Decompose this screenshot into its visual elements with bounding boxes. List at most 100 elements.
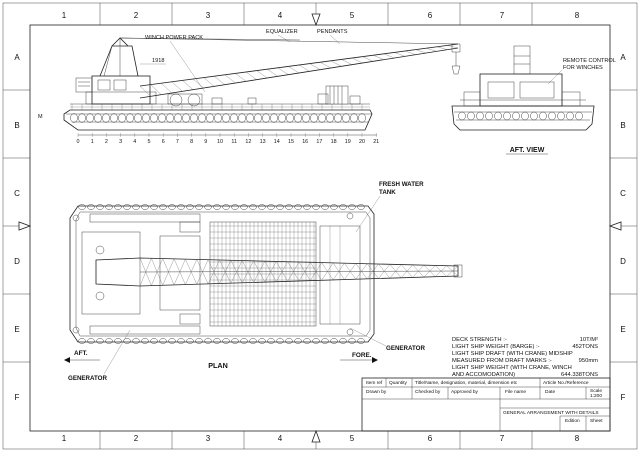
tb-drawn-by: Drawn by bbox=[366, 389, 387, 395]
spec-label: AND ACCOMODATION) bbox=[452, 372, 515, 378]
fender-tire bbox=[270, 113, 278, 123]
fender-tire bbox=[150, 113, 158, 123]
fore-structure bbox=[317, 85, 361, 105]
tb-article-no: Article No./Reference bbox=[543, 380, 589, 386]
top-col-label: 7 bbox=[500, 11, 505, 20]
fender-tire bbox=[342, 113, 350, 123]
fender-tire bbox=[78, 113, 86, 123]
fender-tire bbox=[310, 113, 318, 123]
deck-grating bbox=[209, 221, 317, 327]
remote-control-label-1: REMOTE CONTROL bbox=[563, 58, 616, 64]
m-mark: M bbox=[38, 114, 43, 120]
tb-file-name: File name bbox=[505, 389, 526, 395]
aft-view-title: AFT. VIEW bbox=[510, 147, 545, 154]
fender-tire bbox=[230, 113, 238, 123]
spec-value: 452TONS bbox=[572, 344, 598, 350]
fender-tire bbox=[134, 113, 142, 123]
frame-number: 12 bbox=[245, 139, 251, 145]
generator-label-fore: GENERATOR bbox=[386, 345, 425, 352]
left-row-label: A bbox=[14, 53, 20, 62]
frame-number: 10 bbox=[217, 139, 223, 145]
frame-number: 19 bbox=[345, 139, 351, 145]
tb-scale-value: 1:200 bbox=[590, 393, 602, 399]
winch-power-pack-label: WINCH POWER PACK bbox=[145, 35, 203, 41]
equalizer-label: EQUALIZER bbox=[266, 29, 298, 35]
top-col-label: 5 bbox=[350, 11, 355, 20]
plan-view: FRESH WATER TANK GENERATOR GENERATOR PLA… bbox=[64, 181, 463, 382]
aft-direction-label: AFT. bbox=[74, 350, 88, 357]
frame-number: 0 bbox=[77, 139, 80, 145]
frame-number: 13 bbox=[260, 139, 266, 145]
bottom-col-label: 6 bbox=[428, 434, 433, 443]
fender-tire bbox=[318, 113, 326, 123]
barge-hull-plan bbox=[69, 205, 375, 343]
spec-notes: DECK STRENGTH :- 10T/M² LIGHT SHIP WEIGH… bbox=[452, 337, 598, 378]
fender-tire bbox=[182, 113, 190, 123]
bottom-col-label: 5 bbox=[350, 434, 355, 443]
bottom-col-label: 7 bbox=[500, 434, 505, 443]
tb-edition: Edition bbox=[565, 418, 580, 424]
remote-control-label-2: FOR WINCHES bbox=[563, 65, 603, 71]
bottom-col-label: 8 bbox=[575, 434, 580, 443]
frame-number: 5 bbox=[148, 139, 151, 145]
tb-checked-by: Checked by bbox=[415, 389, 441, 395]
spec-label: LIGHT SHIP WEIGHT (WITH CRANE, WINCH bbox=[452, 365, 572, 371]
fender-tire bbox=[326, 113, 334, 123]
fresh-water-tank-label-2: TANK bbox=[379, 189, 396, 196]
frame-number: 15 bbox=[288, 139, 294, 145]
aft-view: AFT. VIEW REMOTE CONTROL FOR WINCHES bbox=[451, 45, 616, 155]
top-col-label: 4 bbox=[278, 11, 283, 20]
tb-drawing-title: GENERAL ARRANGEMENT WITH DETAILS bbox=[503, 410, 599, 416]
frame-number: 1 bbox=[91, 139, 94, 145]
fender-tire bbox=[206, 113, 214, 123]
bottom-col-label: 2 bbox=[134, 434, 139, 443]
right-row-label: F bbox=[621, 393, 626, 402]
fender-tire bbox=[262, 113, 270, 123]
top-col-label: 3 bbox=[206, 11, 211, 20]
frame-number: 21 bbox=[373, 139, 379, 145]
tb-quantity: Quantity bbox=[389, 380, 407, 386]
left-row-label: F bbox=[15, 393, 20, 402]
fresh-water-tank-label-1: FRESH WATER bbox=[379, 181, 424, 188]
deck-winches bbox=[167, 93, 257, 107]
left-row-label: D bbox=[14, 257, 20, 266]
fender-tire bbox=[214, 113, 222, 123]
spec-label: MEASURED FROM DRAFT MARKS :- bbox=[452, 358, 552, 364]
spec-value: 644.338TONS bbox=[561, 372, 598, 378]
fender-tire bbox=[142, 113, 150, 123]
left-row-label: E bbox=[14, 325, 19, 334]
fender-tire bbox=[294, 113, 302, 123]
frame-number: 20 bbox=[359, 139, 365, 145]
fender-tire bbox=[118, 113, 126, 123]
fender-tire bbox=[86, 113, 94, 123]
pendants-label: PENDANTS bbox=[317, 29, 348, 35]
fender-tire bbox=[302, 113, 310, 123]
frame-number: 2 bbox=[105, 139, 108, 145]
fender-tire bbox=[102, 113, 110, 123]
fender-tire bbox=[358, 113, 366, 123]
frame-number: 11 bbox=[231, 139, 237, 145]
plan-title: PLAN bbox=[208, 361, 228, 370]
fender-tire-row bbox=[70, 113, 366, 123]
fender-tire bbox=[278, 113, 286, 123]
dimension-label: 1918 bbox=[152, 58, 164, 64]
barge-hull-aft bbox=[451, 105, 595, 131]
bottom-col-label: 3 bbox=[206, 434, 211, 443]
fender-tire bbox=[190, 113, 198, 123]
tb-date: Date bbox=[545, 389, 555, 395]
title-block: Item ref Quantity Title/Name, designatio… bbox=[361, 377, 611, 432]
frame-number: 7 bbox=[176, 139, 179, 145]
top-col-label: 1 bbox=[62, 11, 67, 20]
spec-label: DECK STRENGTH :- bbox=[452, 337, 507, 343]
fender-tire bbox=[158, 113, 166, 123]
fender-tire bbox=[110, 113, 118, 123]
fore-direction-label: FORE. bbox=[352, 352, 372, 359]
fender-tire bbox=[254, 113, 262, 123]
fender-tire bbox=[166, 113, 174, 123]
frame-number: 17 bbox=[316, 139, 322, 145]
frame-number: 4 bbox=[133, 139, 136, 145]
frame-number: 8 bbox=[190, 139, 193, 145]
frame-number: 18 bbox=[331, 139, 337, 145]
